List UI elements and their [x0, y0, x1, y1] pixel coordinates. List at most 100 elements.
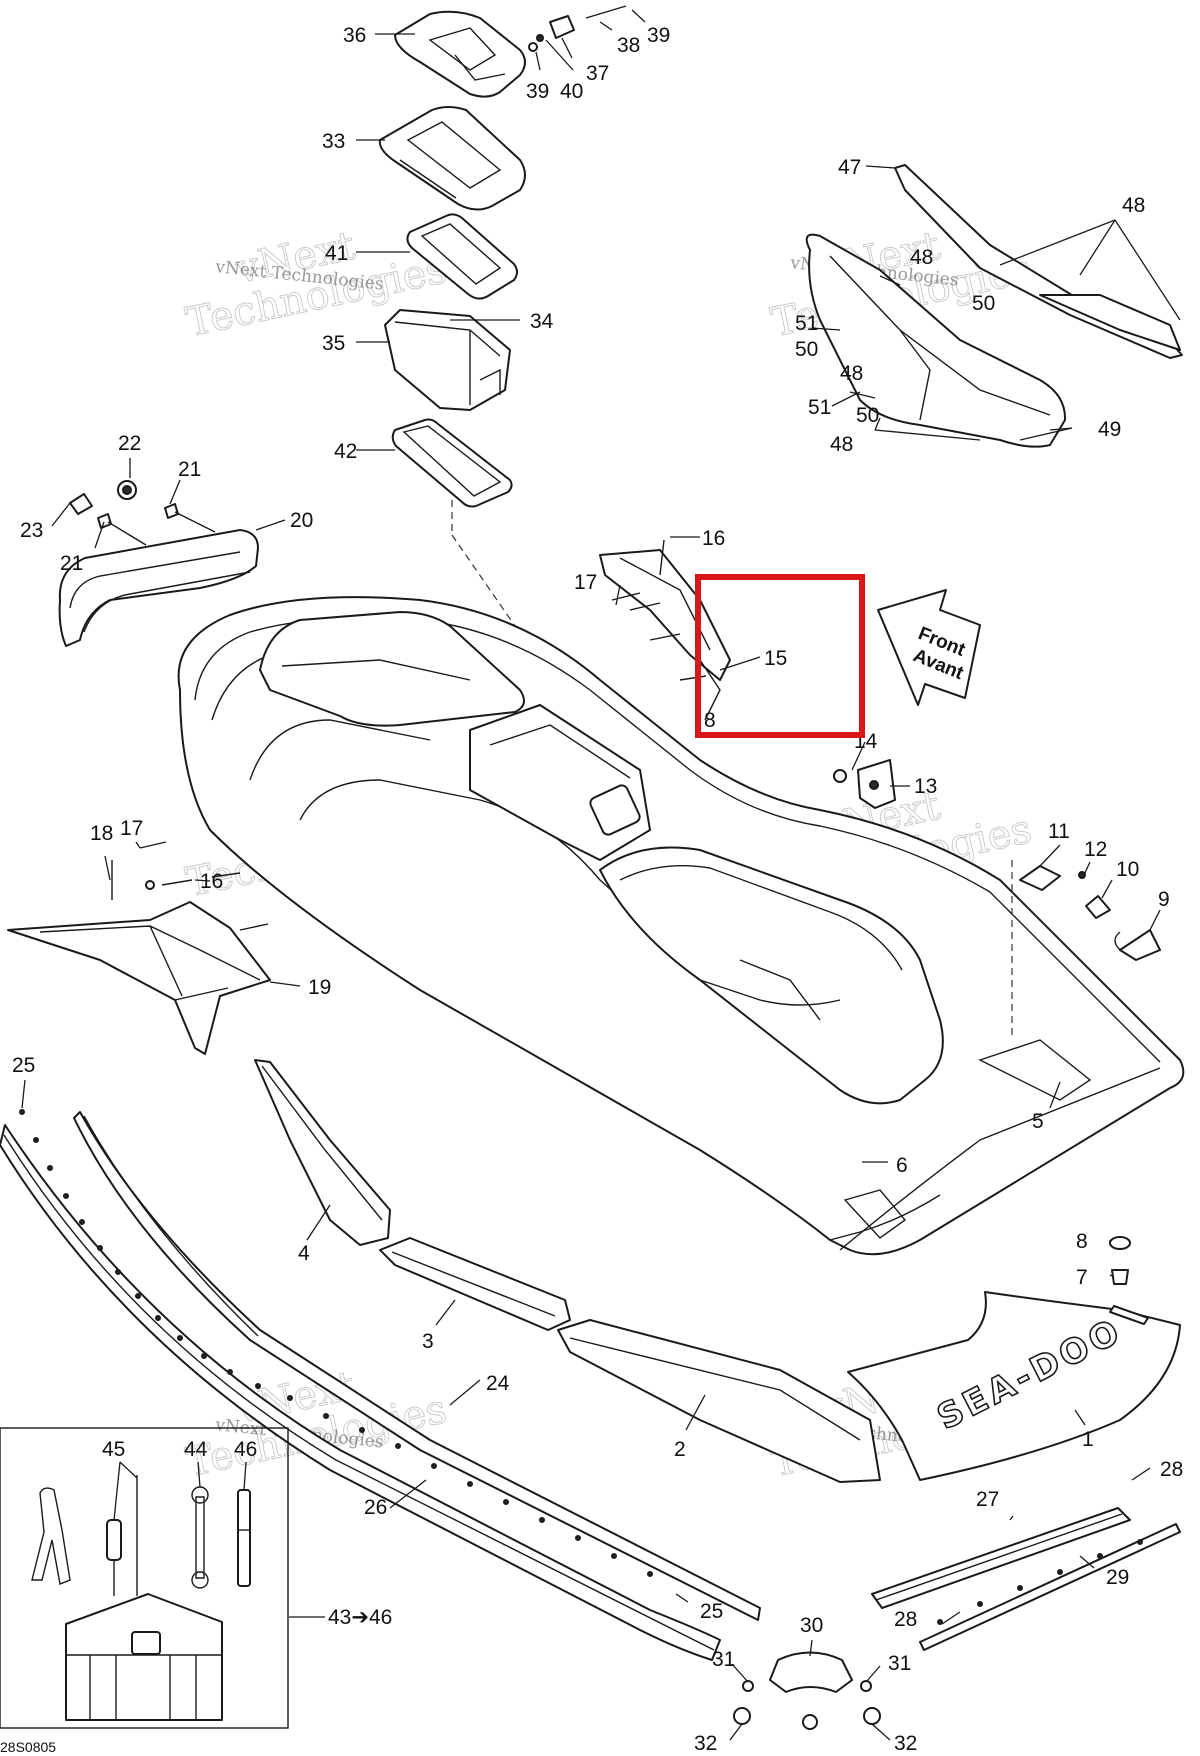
bow-plate-part [733, 1651, 881, 1730]
mat-part-2 [557, 1319, 881, 1483]
callout-23: 23 [20, 519, 43, 542]
front-direction-arrow: Front Avant [877, 589, 981, 706]
fitting-hardware [1019, 865, 1161, 961]
bow-eye-part [843, 1189, 907, 1239]
deck-console-part [259, 611, 651, 861]
callout-30: 30 [800, 1614, 823, 1637]
callout-8: 8 [704, 709, 716, 732]
callout-11: 11 [1048, 820, 1070, 843]
callout-51: 51 [795, 312, 818, 335]
handle-fasteners [69, 480, 216, 546]
callout-20: 20 [290, 509, 313, 532]
callout-35: 35 [322, 332, 345, 355]
nose-hardware [1109, 1236, 1149, 1325]
callout-26: 26 [364, 1496, 387, 1519]
callout-1: 1 [1082, 1428, 1094, 1451]
callout-39: 39 [647, 24, 670, 47]
callout-16: 16 [702, 527, 725, 550]
callout-31: 31 [712, 1648, 735, 1671]
mat-part-4 [254, 1059, 391, 1246]
callout-38: 38 [617, 34, 640, 57]
callout-4: 4 [298, 1242, 310, 1265]
rail-screws-left [19, 1109, 653, 1577]
callout-22: 22 [118, 432, 141, 455]
callout-46: 46 [234, 1438, 257, 1461]
callout-48: 48 [830, 433, 853, 456]
callout-labels: 36 37 38 39 39 40 33 41 34 35 42 47 48 4… [12, 24, 1183, 1755]
callout-17: 17 [574, 571, 597, 594]
callout-50: 50 [972, 292, 995, 315]
callout-34: 34 [530, 310, 554, 333]
callout-29: 29 [1106, 1566, 1129, 1589]
callout-21: 21 [60, 552, 83, 575]
callout-27: 27 [976, 1488, 999, 1511]
storage-lid-part [394, 10, 526, 98]
latch-part [528, 5, 627, 52]
callout-15: 15 [764, 647, 787, 670]
callout-49: 49 [1098, 418, 1121, 441]
pliers-icon [31, 1487, 71, 1585]
callout-2: 2 [674, 1438, 686, 1461]
rub-rail-part-24 [73, 1111, 761, 1621]
tool-kit-box [0, 1427, 289, 1729]
callout-5: 5 [1032, 1110, 1044, 1133]
callout-21: 21 [178, 458, 201, 481]
callout-39: 39 [526, 80, 549, 103]
callout-17: 17 [120, 817, 143, 840]
callout-50: 50 [856, 404, 879, 427]
highlight-box [695, 574, 865, 738]
cover-frame-part [378, 106, 526, 211]
kit-callout: 43➔46 [328, 1606, 392, 1629]
callout-10: 10 [1116, 858, 1139, 881]
callout-9: 9 [1158, 888, 1170, 911]
callout-19: 19 [308, 976, 331, 999]
callout-8: 8 [1076, 1230, 1088, 1253]
rail-screws-right [937, 1539, 1143, 1625]
callout-48: 48 [1122, 194, 1145, 217]
callout-47: 47 [838, 156, 861, 179]
footrest-screws [611, 539, 707, 681]
callout-25: 25 [700, 1600, 723, 1623]
callout-28: 28 [894, 1608, 917, 1631]
bracket-part [833, 759, 896, 809]
callout-16: 16 [200, 870, 223, 893]
callout-32: 32 [894, 1732, 917, 1755]
callout-18: 18 [90, 822, 113, 845]
callout-32: 32 [694, 1732, 717, 1755]
callout-48: 48 [840, 362, 863, 385]
rub-rail-part-27 [871, 1507, 1131, 1609]
callout-7: 7 [1076, 1266, 1088, 1289]
callout-25: 25 [12, 1054, 35, 1077]
side-panel-left-screws [111, 841, 269, 931]
callout-48: 48 [910, 246, 933, 269]
leader-lines [21, 9, 1181, 1741]
transom-part [978, 1039, 1092, 1101]
callout-42: 42 [334, 440, 357, 463]
callout-3: 3 [422, 1330, 434, 1353]
callout-12: 12 [1084, 838, 1107, 861]
rub-rail-part-29 [919, 1523, 1181, 1651]
wrench-icon [191, 1486, 209, 1589]
grab-handle-part [58, 529, 259, 647]
callout-50: 50 [795, 338, 818, 361]
side-panel-right-part [805, 233, 1067, 448]
side-panel-left-part [7, 901, 271, 1055]
callout-33: 33 [322, 130, 345, 153]
storage-bin-part [384, 309, 511, 411]
callout-13: 13 [914, 775, 937, 798]
screwdriver-icon [106, 1475, 138, 1596]
callout-40: 40 [560, 80, 583, 103]
callout-31: 31 [888, 1652, 911, 1675]
callout-6: 6 [896, 1154, 908, 1177]
reference-code: 28S0805 [0, 1739, 56, 1755]
callout-37: 37 [586, 62, 609, 85]
callout-28: 28 [1160, 1458, 1183, 1481]
callout-44: 44 [184, 1438, 208, 1461]
callout-41: 41 [325, 242, 348, 265]
footwell-part [599, 846, 944, 1105]
callout-51: 51 [808, 396, 831, 419]
tool-pouch-icon [65, 1593, 223, 1721]
callout-24: 24 [486, 1372, 510, 1395]
callout-36: 36 [343, 24, 366, 47]
